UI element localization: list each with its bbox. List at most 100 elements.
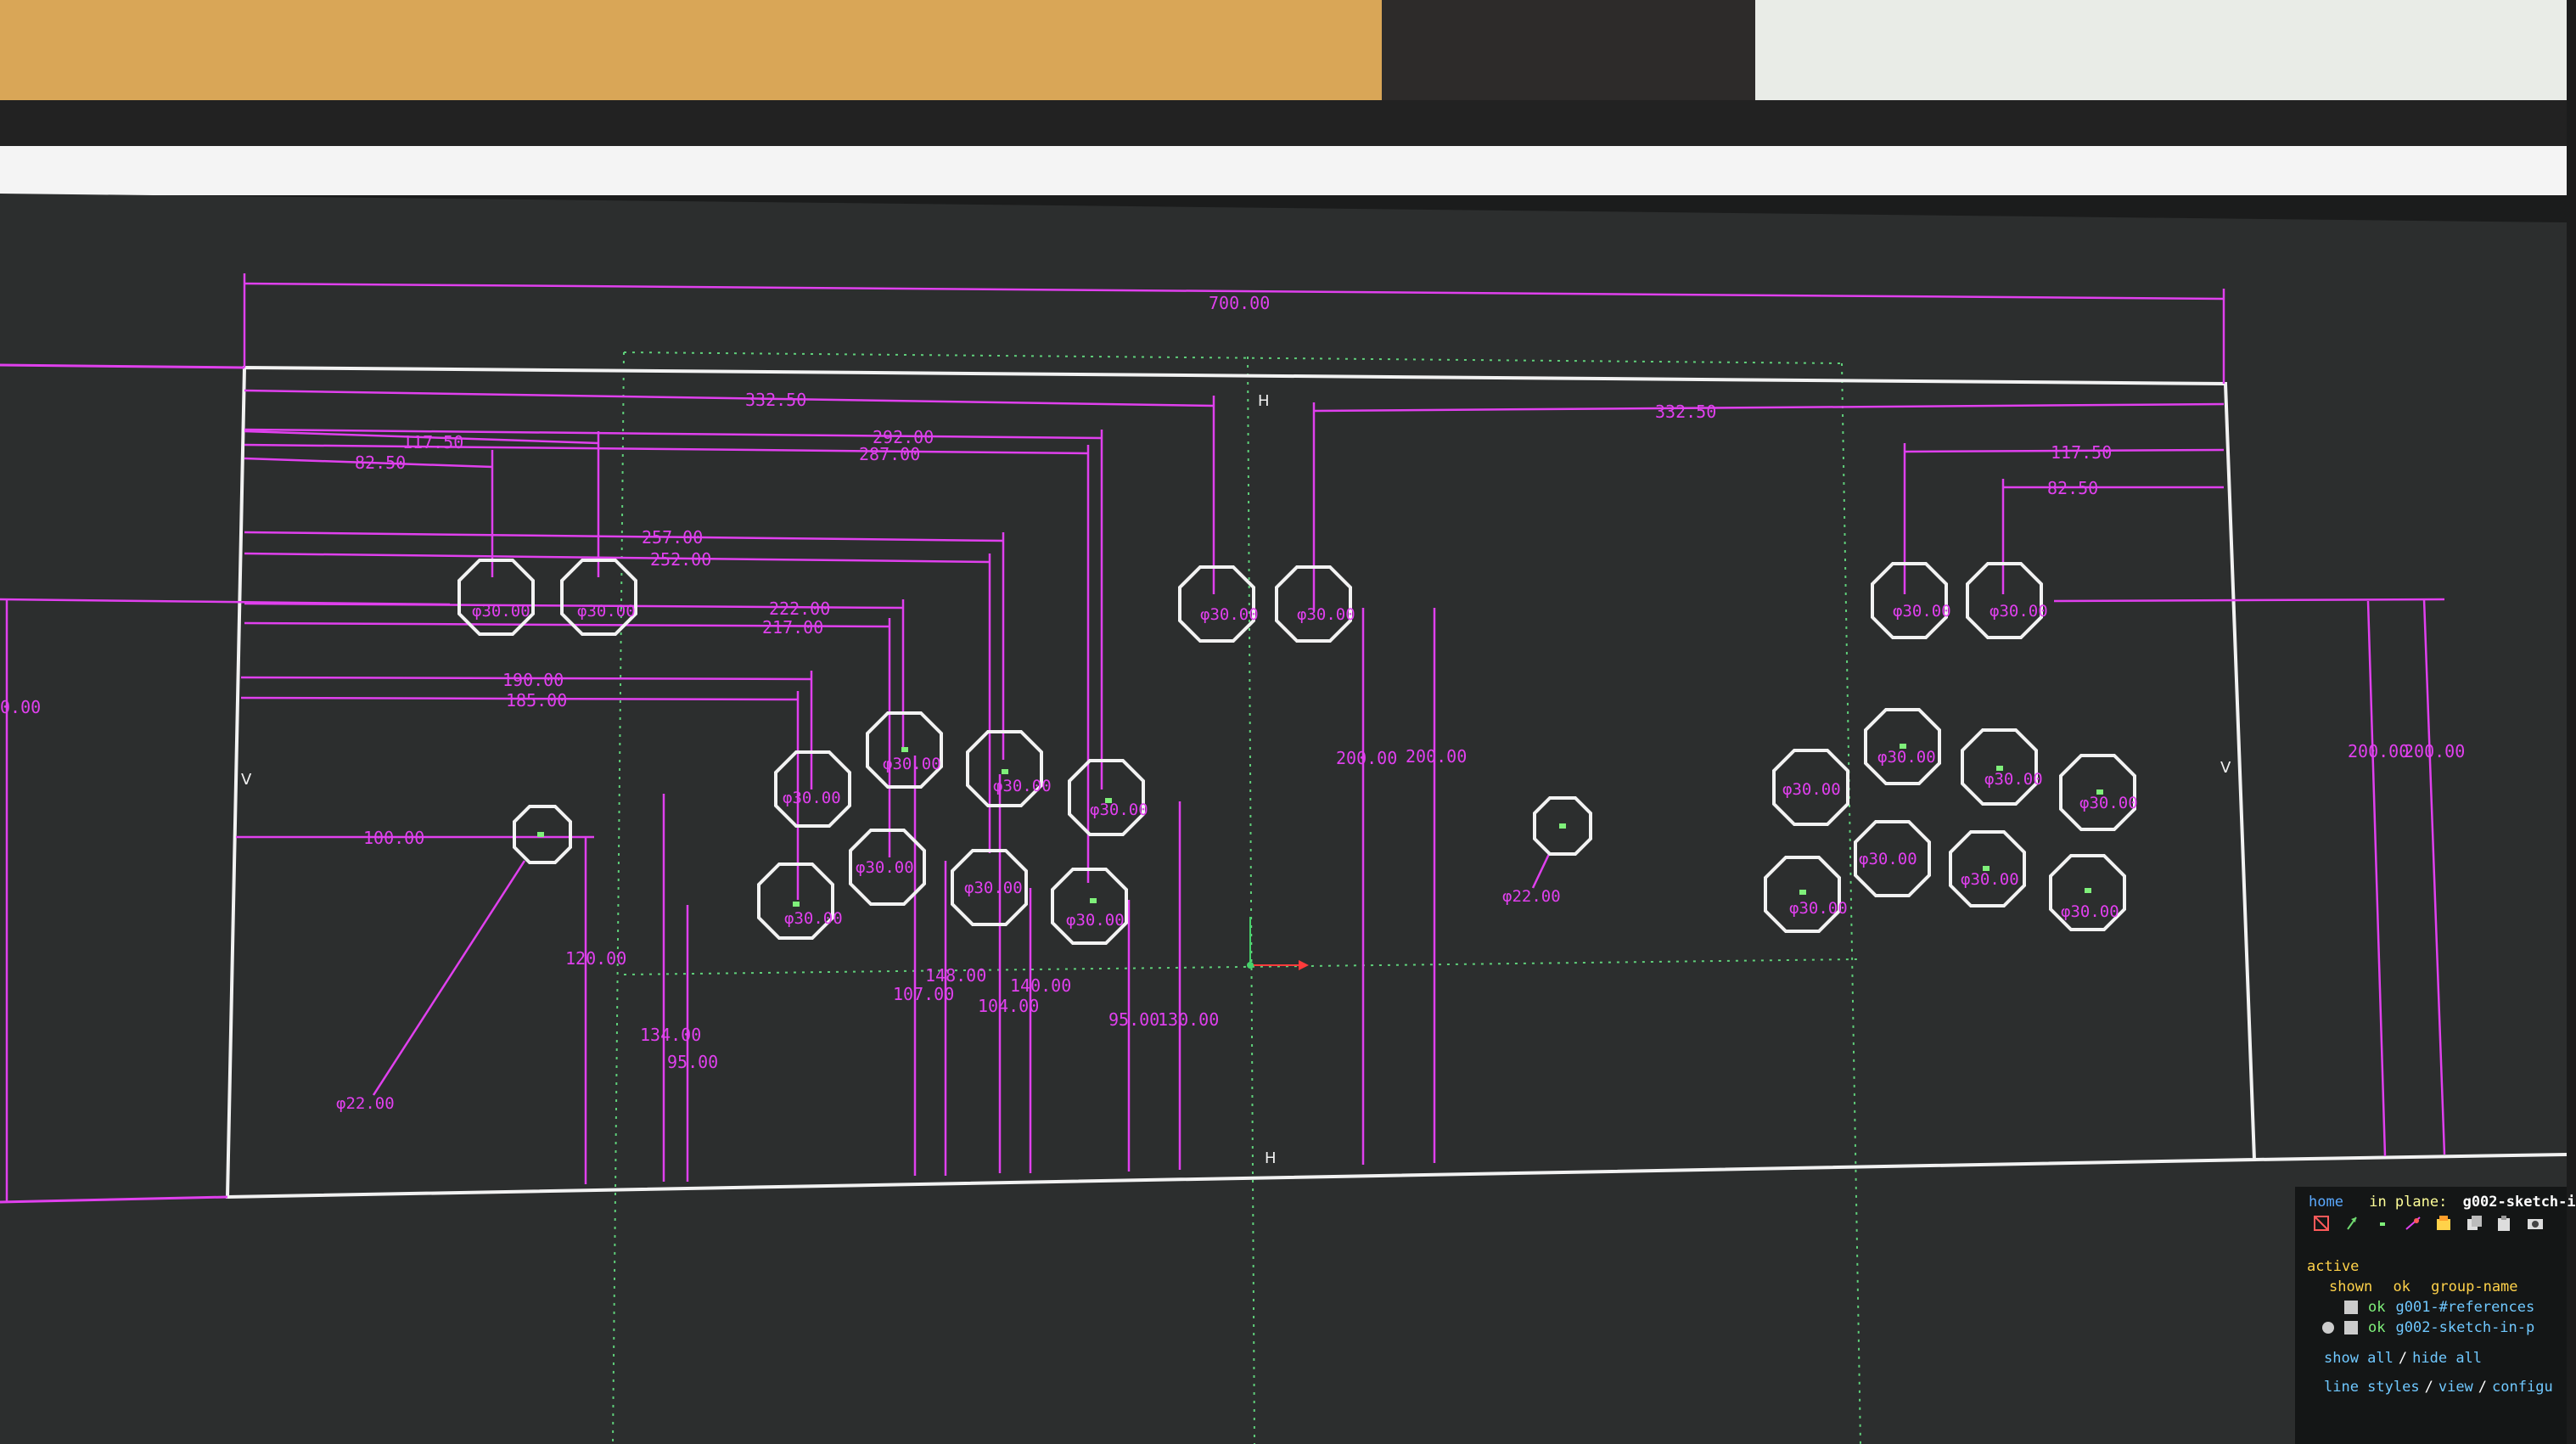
dim-height-140[interactable]: 140.00 (1010, 975, 1071, 996)
svg-text:φ30.00: φ30.00 (1789, 899, 1848, 918)
svg-text:φ30.00: φ30.00 (2079, 794, 2138, 812)
screenshot-icon[interactable] (2526, 1214, 2545, 1233)
dim-height-200d[interactable]: 200.00 (2404, 741, 2465, 761)
dim-right-82[interactable]: 82.50 (2047, 478, 2098, 498)
hole-30-lb5[interactable]: φ30.00 (757, 862, 843, 940)
dim-height-148[interactable]: 148.00 (925, 965, 986, 986)
group-row[interactable]: ok g002-sketch-in-p (2322, 1319, 2534, 1336)
dim-right-half[interactable]: 332.50 (1655, 402, 1716, 422)
dim-left-117[interactable]: 117.50 (402, 432, 463, 452)
home-link[interactable]: home (2309, 1194, 2343, 1211)
constraint-horizontal-top[interactable]: H (1258, 392, 1270, 410)
dim-height-200b[interactable]: 200.00 (1406, 746, 1467, 767)
hole-30-lb1[interactable]: φ30.00 (774, 750, 851, 828)
configure-link[interactable]: configu (2492, 1379, 2553, 1396)
dim-height-134[interactable]: 134.00 (640, 1025, 701, 1045)
hole-30-rb6[interactable]: φ30.00 (1854, 820, 1931, 897)
hole-22-center[interactable]: φ22.00 (1502, 796, 1592, 906)
svg-text:φ30.00: φ30.00 (883, 755, 941, 773)
constraint-vertical-right[interactable]: V (2220, 759, 2231, 777)
svg-text:φ30.00: φ30.00 (783, 789, 841, 807)
active-group-radio[interactable] (2322, 1322, 2334, 1334)
dim-left-222[interactable]: 222.00 (769, 598, 830, 619)
constraint-labels: H H V V (241, 392, 2231, 1167)
hole-30-c1[interactable]: φ30.00 (1178, 565, 1259, 643)
point-icon[interactable] (2373, 1214, 2392, 1233)
show-all-link[interactable]: show all (2324, 1350, 2394, 1367)
constraint-horizontal-bottom[interactable]: H (1265, 1149, 1277, 1167)
hole-30-lb4[interactable]: φ30.00 (1068, 759, 1148, 836)
group-ok-status: ok (2368, 1319, 2386, 1336)
hole-30-lb6[interactable]: φ30.00 (849, 829, 926, 906)
hole-22-left[interactable]: φ22.00 (336, 805, 572, 1113)
constraint-vertical-left[interactable]: V (241, 771, 252, 789)
svg-text:φ22.00: φ22.00 (1502, 887, 1561, 906)
group-shown-checkbox[interactable] (2344, 1321, 2358, 1334)
hole-30-rb1[interactable]: φ30.00 (1772, 749, 1849, 826)
dim-right-117[interactable]: 117.50 (2051, 442, 2112, 463)
copy-icon[interactable] (2465, 1214, 2483, 1233)
dim-height-200a[interactable]: 200.00 (1336, 748, 1397, 768)
hole-30-l1[interactable]: φ30.00 (457, 559, 535, 636)
dim-left-257[interactable]: 257.00 (642, 527, 703, 548)
plane-name: g002-sketch-i (2462, 1194, 2576, 1211)
in-plane-label: in plane: (2369, 1194, 2448, 1211)
panel-toolbar (2312, 1214, 2545, 1239)
dim-left-252[interactable]: 252.00 (650, 549, 711, 570)
dim-height-120[interactable]: 120.00 (565, 948, 626, 969)
dim-left-190[interactable]: 190.00 (502, 670, 564, 690)
group-name-link[interactable]: g002-sketch-in-p (2395, 1319, 2535, 1336)
dim-left-287[interactable]: 287.00 (859, 444, 920, 464)
dim-height-left-edge[interactable]: 0.00 (0, 697, 41, 717)
dimension-labels: 700.00 332.50 332.50 117.50 82.50 292.00… (0, 293, 2465, 1072)
dim-height-130[interactable]: 130.00 (1158, 1009, 1219, 1030)
hole-center-points (537, 744, 2103, 907)
dim-left-185[interactable]: 185.00 (506, 690, 567, 711)
dim-height-107[interactable]: 107.00 (893, 984, 954, 1004)
hole-30-r1[interactable]: φ30.00 (1871, 562, 1951, 639)
dim-overall-width[interactable]: 700.00 (1209, 293, 1270, 313)
hole-30-rb4[interactable]: φ30.00 (2059, 754, 2138, 831)
dim-left-100[interactable]: 100.00 (363, 828, 424, 848)
export-icon[interactable] (2434, 1214, 2453, 1233)
hole-30-lb2[interactable]: φ30.00 (866, 711, 943, 789)
hole-30-c2[interactable]: φ30.00 (1275, 565, 1355, 643)
dim-left-217[interactable]: 217.00 (762, 617, 823, 638)
group-shown-checkbox[interactable] (2344, 1301, 2358, 1314)
hole-30-lb7[interactable]: φ30.00 (951, 849, 1028, 926)
groups-section-label: active (2307, 1258, 2360, 1275)
group-row[interactable]: ok g001-#references (2322, 1299, 2534, 1316)
hole-30-rb7[interactable]: φ30.00 (1949, 830, 2026, 907)
paste-icon[interactable] (2495, 1214, 2514, 1233)
dim-height-104[interactable]: 104.00 (978, 996, 1039, 1016)
hole-30-rb5[interactable]: φ30.00 (1764, 856, 1848, 933)
hide-all-link[interactable]: hide all (2412, 1350, 2483, 1367)
dim-left-292[interactable]: 292.00 (873, 427, 934, 447)
groups-table-header: shown ok group-name (2329, 1278, 2530, 1295)
dim-height-95a[interactable]: 95.00 (667, 1052, 718, 1072)
hole-30-lb3[interactable]: φ30.00 (966, 730, 1052, 807)
group-ok-status: ok (2368, 1299, 2386, 1316)
dim-height-95b[interactable]: 95.00 (1108, 1009, 1159, 1030)
construction-icon[interactable] (2404, 1214, 2422, 1233)
holes: φ30.00 φ30.00 φ30.00 φ30.00 φ30.00 φ30.0… (336, 559, 2138, 1113)
arrow-icon[interactable] (2343, 1214, 2361, 1233)
svg-text:φ30.00: φ30.00 (1090, 801, 1148, 819)
hole-30-rb2[interactable]: φ30.00 (1864, 708, 1941, 785)
trim-icon[interactable] (2312, 1214, 2331, 1233)
hole-30-rb8[interactable]: φ30.00 (2049, 854, 2126, 931)
line-styles-link[interactable]: line styles (2324, 1379, 2420, 1396)
svg-text:φ30.00: φ30.00 (964, 879, 1023, 897)
hole-30-lb8[interactable]: φ30.00 (1051, 868, 1128, 945)
dim-left-82[interactable]: 82.50 (355, 452, 406, 473)
dim-height-200c[interactable]: 200.00 (2348, 741, 2409, 761)
origin-point[interactable] (1247, 962, 1254, 969)
view-link[interactable]: view (2438, 1379, 2473, 1396)
hole-30-l2[interactable]: φ30.00 (560, 559, 637, 636)
hole-30-r2[interactable]: φ30.00 (1966, 562, 2048, 639)
dim-left-half[interactable]: 332.50 (745, 390, 806, 410)
group-name-link[interactable]: g001-#references (2395, 1299, 2535, 1316)
svg-text:φ30.00: φ30.00 (472, 602, 530, 621)
hole-30-rb3[interactable]: φ30.00 (1961, 728, 2043, 806)
